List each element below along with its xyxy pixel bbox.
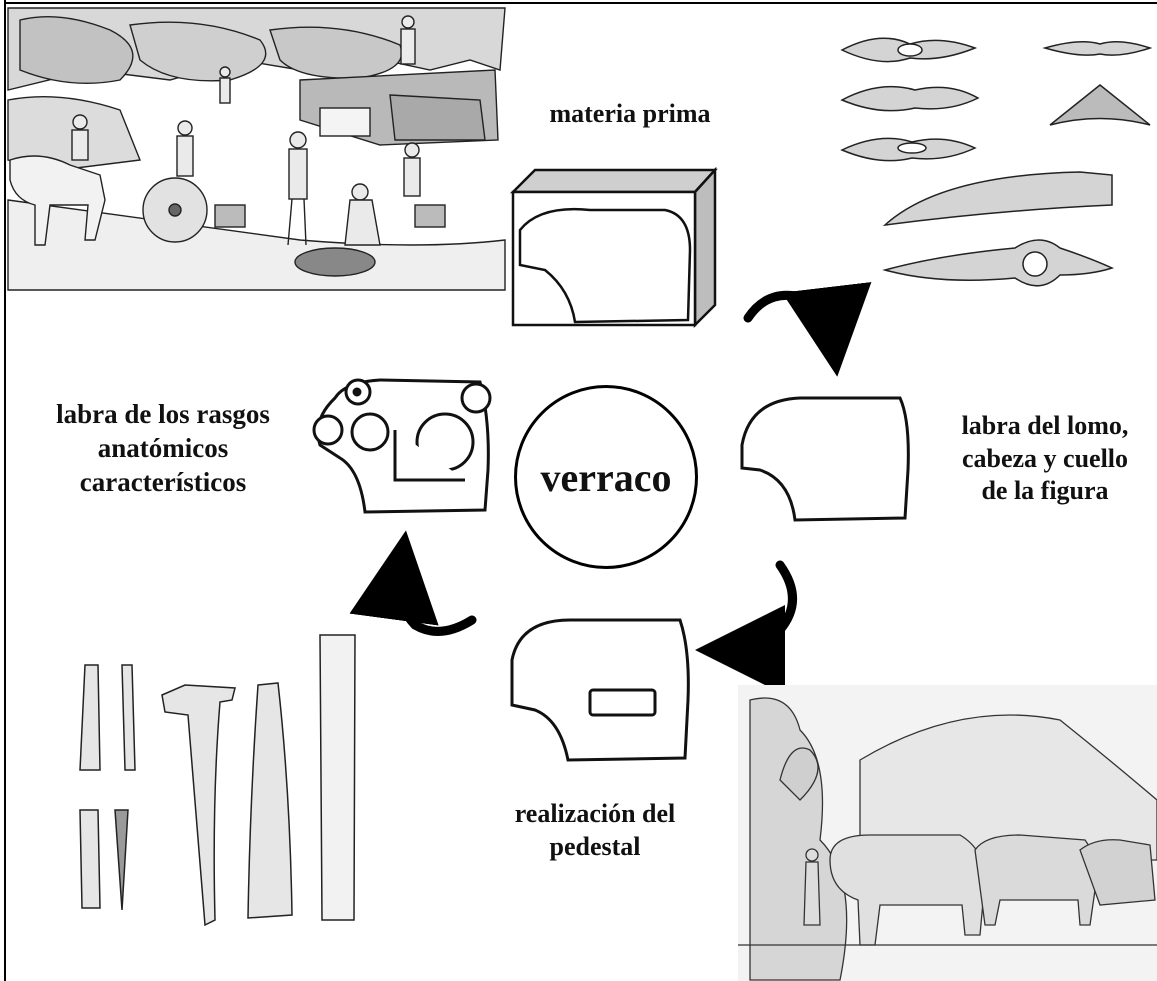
pedestal-line-2: pedestal <box>480 831 710 864</box>
materia-prima-text: materia prima <box>549 99 710 128</box>
lomo-line-1: labra del lomo, <box>930 410 1157 443</box>
lomo-line-3: de la figura <box>930 475 1157 508</box>
center-label: verraco <box>540 454 671 501</box>
step-materia-prima-label: materia prima <box>505 98 755 131</box>
step-rasgos-label: labra de los rasgos anatómicos caracterí… <box>18 398 308 499</box>
lomo-line-2: cabeza y cuello <box>930 443 1157 476</box>
pedestal-line-1: realización del <box>480 798 710 831</box>
rasgos-line-2: anatómicos <box>18 432 308 466</box>
center-verraco-circle: verraco <box>514 385 698 569</box>
step-pedestal-label: realización del pedestal <box>480 798 710 863</box>
step-lomo-label: labra del lomo, cabeza y cuello de la fi… <box>930 410 1157 508</box>
rasgos-line-3: característicos <box>18 466 308 500</box>
rasgos-line-1: labra de los rasgos <box>18 398 308 432</box>
